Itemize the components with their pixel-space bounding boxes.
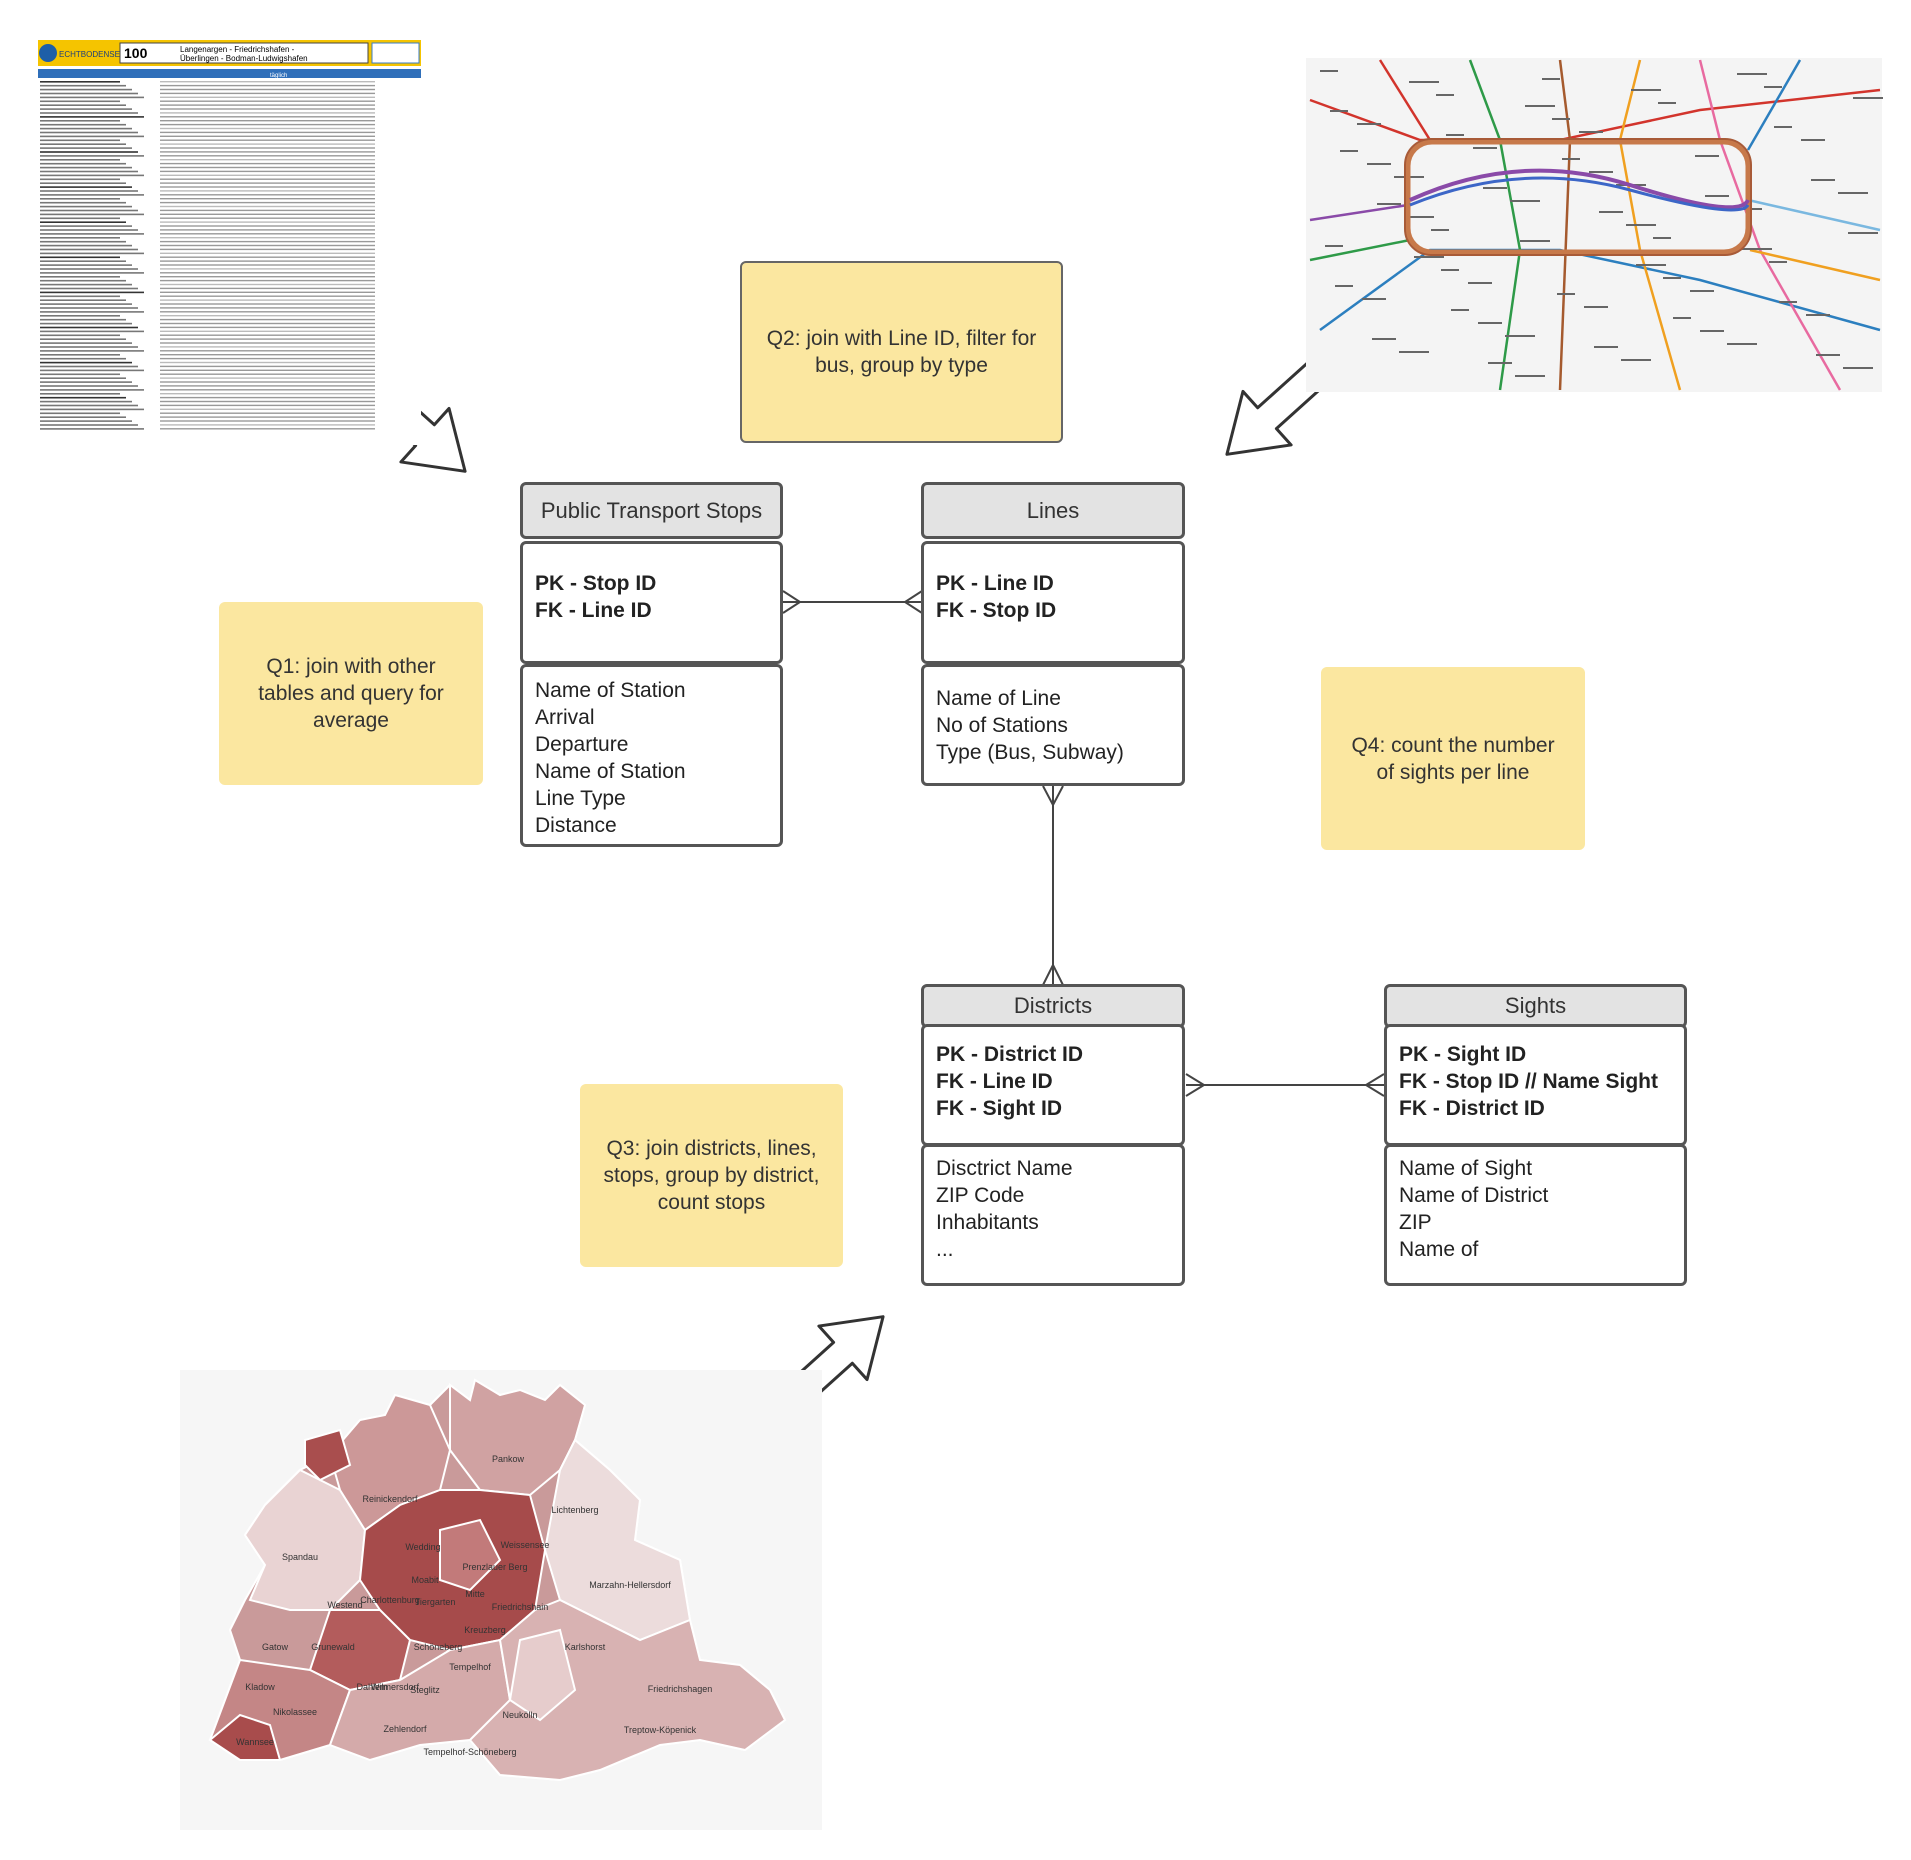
district-label: Prenzlauer Berg (462, 1562, 527, 1572)
district-label: Friedrichshagen (648, 1684, 713, 1694)
district-label: Westend (327, 1600, 362, 1610)
note-q1: Q1: join with other tables and query for… (219, 602, 483, 785)
district-label: Schöneberg (414, 1642, 463, 1652)
district-label: Kreuzberg (464, 1625, 506, 1635)
district-label: Moabit (411, 1575, 439, 1585)
timetable-brand: ECHTBODENSEEBUS (59, 50, 142, 59)
entity-public-transport-stops: Public Transport Stops PK - Stop ID FK -… (520, 482, 783, 847)
entity-keys: PK - District ID FK - Line ID FK - Sight… (921, 1024, 1185, 1146)
entity-title: Sights (1384, 984, 1687, 1028)
timetable-band-label: täglich (270, 73, 287, 79)
key-field: FK - District ID (1399, 1097, 1545, 1120)
district-label: Tempelhof (449, 1662, 491, 1672)
district-label: Weissensee (501, 1540, 550, 1550)
attribute-field: Name of (1399, 1238, 1479, 1261)
note-q3: Q3: join districts, lines, stops, group … (580, 1084, 843, 1267)
district-label: Nikolassee (273, 1707, 317, 1717)
district-label: Reinickendorf (362, 1494, 418, 1504)
route-title-2: Überlingen - Bodman-Ludwigshafen (180, 54, 308, 63)
relation-districts-sights (1185, 1073, 1385, 1097)
attribute-field: Name of Station (535, 760, 686, 783)
timetable-image: ECHTBODENSEEBUS 100 Langenargen - Friedr… (38, 40, 421, 445)
entity-keys: PK - Stop ID FK - Line ID (520, 541, 783, 664)
subway-station-labels (1320, 70, 1883, 377)
key-field: FK - Line ID (936, 1070, 1053, 1093)
attribute-field: ... (936, 1238, 954, 1261)
entity-attributes: Name of Station Arrival Departure Name o… (520, 664, 783, 847)
entity-title: Districts (921, 984, 1185, 1028)
attribute-field: Name of Station (535, 679, 686, 702)
district-label: Spandau (282, 1552, 318, 1562)
key-field: FK - Sight ID (936, 1097, 1062, 1120)
note-q2: Q2: join with Line ID, filter for bus, g… (740, 261, 1063, 443)
relation-stops-lines (782, 590, 923, 614)
key-field: PK - Line ID (936, 572, 1054, 595)
subway-map-image (1306, 58, 1883, 392)
district-label: Wilmersdorf (371, 1682, 420, 1692)
key-field: PK - District ID (936, 1043, 1084, 1066)
key-field: PK - Sight ID (1399, 1043, 1527, 1066)
key-field: FK - Stop ID (936, 599, 1057, 622)
district-label: Friedrichshain (492, 1602, 549, 1612)
key-field: FK - Line ID (535, 599, 652, 622)
attribute-field: Departure (535, 733, 629, 756)
key-field: PK - Stop ID (535, 572, 657, 595)
attribute-field: No of Stations (936, 714, 1068, 737)
district-label: Treptow-Köpenick (624, 1725, 697, 1735)
relation-lines-districts (1042, 785, 1064, 986)
district-label: Charlottenburg (360, 1595, 420, 1605)
district-label: Wedding (405, 1542, 440, 1552)
attribute-field: Inhabitants (936, 1211, 1039, 1234)
district-label: Mitte (465, 1589, 485, 1599)
district-label: Zehlendorf (383, 1724, 427, 1734)
attribute-field: ZIP Code (936, 1184, 1025, 1207)
entity-title: Public Transport Stops (520, 482, 783, 539)
entity-lines: Lines PK - Line ID FK - Stop ID Name of … (921, 482, 1185, 786)
attribute-field: Arrival (535, 706, 595, 729)
entity-keys: PK - Line ID FK - Stop ID (921, 541, 1185, 664)
entity-sights: Sights PK - Sight ID FK - Stop ID // Nam… (1384, 984, 1687, 1286)
attribute-field: Type (Bus, Subway) (936, 741, 1124, 764)
district-label: Wannsee (236, 1737, 274, 1747)
district-labels: PankowReinickendorfLichtenbergSpandauMar… (236, 1454, 712, 1757)
attribute-field: Disctrict Name (936, 1157, 1073, 1180)
route-title-1: Langenargen - Friedrichshafen - (180, 45, 295, 54)
district-label: Marzahn-Hellersdorf (589, 1580, 671, 1590)
district-label: Pankow (492, 1454, 525, 1464)
district-label: Neukölln (502, 1710, 537, 1720)
key-field: FK - Stop ID // Name Sight (1399, 1070, 1659, 1093)
attribute-field: Name of Sight (1399, 1157, 1533, 1180)
timetable-rows (40, 81, 375, 430)
district-label: Grunewald (311, 1642, 355, 1652)
district-map-image: PankowReinickendorfLichtenbergSpandauMar… (180, 1370, 822, 1830)
attribute-field: Line Type (535, 787, 626, 810)
entity-districts: Districts PK - District ID FK - Line ID … (921, 984, 1185, 1286)
district-label: Tempelhof-Schöneberg (423, 1747, 516, 1757)
district-label: Kladow (245, 1682, 275, 1692)
district-label: Karlshorst (565, 1642, 606, 1652)
district-label: Dahlem (356, 1682, 387, 1692)
note-q4: Q4: count the number of sights per line (1321, 667, 1585, 850)
attribute-field: Name of Line (936, 687, 1061, 710)
district-label: Tiergarten (415, 1597, 456, 1607)
entity-keys: PK - Sight ID FK - Stop ID // Name Sight… (1384, 1024, 1687, 1146)
entity-attributes: Name of Sight Name of District ZIP Name … (1384, 1144, 1687, 1286)
route-number: 100 (124, 45, 148, 61)
attribute-field: Name of District (1399, 1184, 1549, 1207)
attribute-field: Distance (535, 814, 617, 837)
district-label: Steglitz (410, 1685, 440, 1695)
entity-title: Lines (921, 482, 1185, 539)
district-label: Lichtenberg (551, 1505, 598, 1515)
district-label: Gatow (262, 1642, 289, 1652)
entity-attributes: Name of Line No of Stations Type (Bus, S… (921, 664, 1185, 786)
entity-attributes: Disctrict Name ZIP Code Inhabitants ... (921, 1144, 1185, 1286)
bus-logo-icon (39, 44, 57, 62)
attribute-field: ZIP (1399, 1211, 1432, 1234)
